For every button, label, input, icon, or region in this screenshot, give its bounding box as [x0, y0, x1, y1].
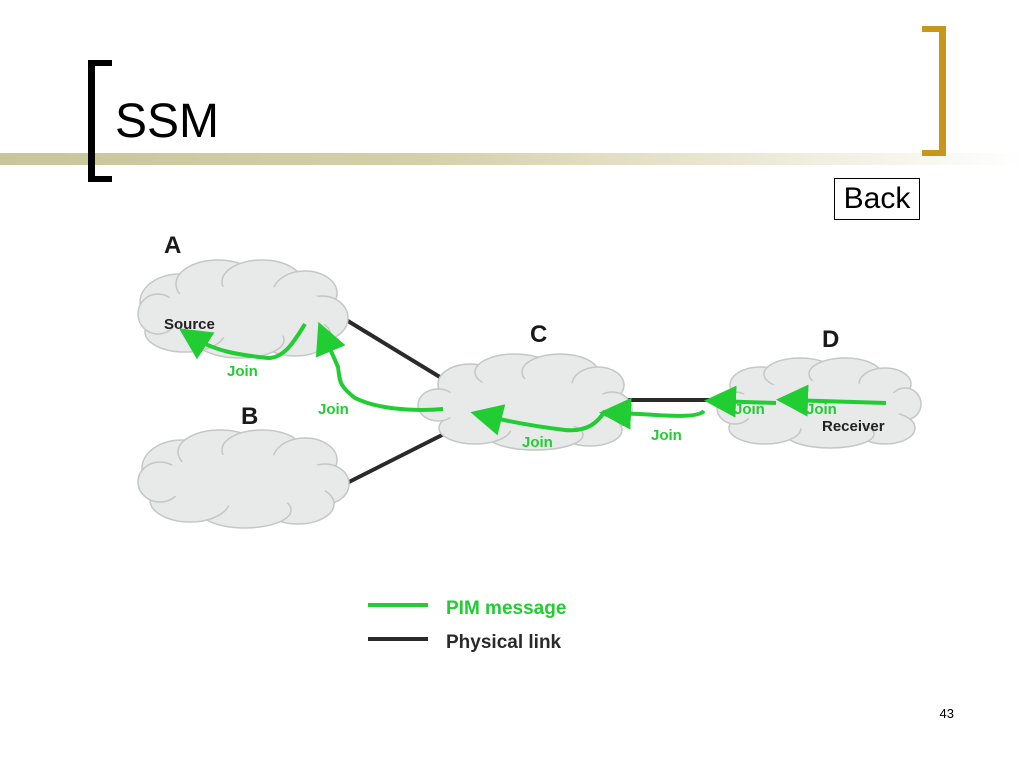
join-label-c-to-a: Join [318, 401, 349, 418]
pim-arrow-c-internal [470, 404, 607, 436]
slide-title: SSM [115, 95, 220, 148]
link-b-c [342, 430, 449, 487]
back-button[interactable]: Back [834, 178, 920, 220]
link-a-c [341, 316, 450, 384]
pim-arrow-c-to-a [315, 321, 444, 412]
node-c-letter: C [530, 321, 547, 348]
pim-arrow-d-to-c [599, 397, 706, 430]
node-d-letter: D [822, 326, 839, 353]
pim-arrow-d-receiver [776, 384, 887, 417]
source-label: Source [164, 316, 215, 333]
join-label-a: Join [227, 363, 258, 380]
join-label-c: Join [522, 434, 553, 451]
legend-physical-label: Physical link [446, 632, 562, 653]
pim-arrow-a-source [178, 322, 307, 361]
left-bracket-decoration [88, 60, 112, 182]
join-label-d1: Join [734, 401, 765, 418]
right-bracket-decoration [922, 26, 946, 156]
pim-arrow-d-first [704, 385, 777, 418]
cloud-a [137, 259, 349, 359]
page-number: 43 [939, 706, 954, 721]
node-b-letter: B [241, 403, 258, 430]
node-a-letter: A [164, 232, 181, 259]
title-band [0, 153, 1024, 165]
legend-pim-label: PIM message [446, 598, 566, 619]
cloud-b [137, 429, 350, 529]
receiver-label: Receiver [822, 418, 885, 435]
join-label-d2: Join [806, 401, 837, 418]
join-label-d-to-c: Join [651, 427, 682, 444]
